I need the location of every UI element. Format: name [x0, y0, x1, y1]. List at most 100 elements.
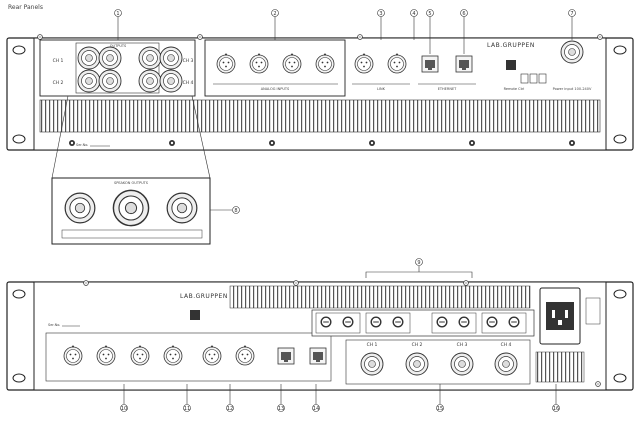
- channel-label: CH 3: [457, 342, 468, 348]
- channel-label: CH 4: [501, 342, 512, 348]
- callout-label: 12: [227, 406, 233, 412]
- panel-bolt: [469, 140, 475, 146]
- speakon-connector: [98, 46, 122, 70]
- bottom-rear-panel: LAB.GRUPPEN Ser.No.: [6, 258, 634, 412]
- page-title: Rear Panels: [8, 4, 43, 11]
- binding-post: [320, 316, 332, 328]
- binding-post: [342, 316, 354, 328]
- callout-group: 1 2 3 4 5 6 7: [114, 9, 576, 54]
- rack-ear-hole: [12, 289, 26, 299]
- panel-screw: [597, 34, 603, 40]
- panel-bolt: [269, 140, 275, 146]
- speakon-connector: [450, 352, 474, 376]
- panel-screw: [463, 280, 469, 286]
- ethernet-port: [309, 347, 327, 365]
- binding-post: [508, 316, 520, 328]
- rack-ear-hole: [613, 373, 627, 383]
- callout-label: 1: [116, 11, 119, 17]
- callout-label: 7: [570, 11, 573, 17]
- speakon-connector: [159, 69, 183, 93]
- panel-bolt: [369, 140, 375, 146]
- speakon-detail-view: SPEAKON OUTPUTS 8: [51, 177, 240, 245]
- rack-ear-hole: [613, 134, 627, 144]
- panel-screw: [357, 34, 363, 40]
- zoom-line: [191, 95, 211, 179]
- binding-post-group: [315, 312, 527, 334]
- brand-logo: LAB.GRUPPEN: [180, 293, 228, 300]
- top-rear-panel: OUTPUTS CH 1 CH 2 CH 3 CH 4 ANALOG INPUT…: [6, 9, 634, 179]
- binding-post: [436, 316, 448, 328]
- panel-bolt: [569, 140, 575, 146]
- rack-ear-hole: [613, 45, 627, 55]
- callout-label: 3: [379, 11, 382, 17]
- channel-label: CH 2: [53, 80, 64, 86]
- rack-ear-hole: [12, 45, 26, 55]
- speakon-connector: [138, 69, 162, 93]
- group-label: ANALOG INPUTS: [261, 87, 290, 91]
- group-label: LINK: [377, 87, 386, 91]
- binding-post: [486, 316, 498, 328]
- speakon-connector: [405, 352, 429, 376]
- callout-label: 5: [428, 11, 431, 17]
- binding-post: [458, 316, 470, 328]
- serial-label: Ser.No.: [48, 323, 60, 327]
- callout-label: 9: [417, 260, 420, 266]
- callout-label: 10: [121, 406, 127, 412]
- speakon-connector: [98, 69, 122, 93]
- speakon-connector: [77, 46, 101, 70]
- callout-label: 16: [553, 406, 559, 412]
- panel-screw: [595, 381, 601, 387]
- binding-post: [370, 316, 382, 328]
- power-inlet-socket: [546, 302, 574, 330]
- callout-label: 11: [184, 406, 190, 412]
- panel-bolt: [69, 140, 75, 146]
- module-title: OUTPUTS: [110, 44, 127, 48]
- callout-group: 9 10 11 12 13 14 15 16: [120, 258, 560, 412]
- panel-screw: [197, 34, 203, 40]
- channel-label: CH 1: [367, 342, 378, 348]
- panel-screw: [293, 280, 299, 286]
- rack-ear-hole: [613, 289, 627, 299]
- panel-bolt: [169, 140, 175, 146]
- brand-logo: LAB.GRUPPEN: [487, 42, 535, 49]
- speakon-connector: [494, 352, 518, 376]
- callout-label: 2: [273, 11, 276, 17]
- ethernet-port: [421, 55, 439, 73]
- channel-label: CH 1: [53, 58, 64, 64]
- detail-title: SPEAKON OUTPUTS: [114, 181, 149, 185]
- callout-label: 15: [437, 406, 443, 412]
- power-label: Power input 100-240V: [553, 87, 592, 91]
- ventilation-grille: [535, 351, 585, 383]
- serial-label: Ser.No.: [76, 143, 88, 147]
- channel-label: CH 2: [412, 342, 423, 348]
- brand-badge: [506, 60, 516, 70]
- speakon-connector: [138, 46, 162, 70]
- power-input-connector: [560, 40, 584, 64]
- ventilation-grille: [229, 285, 531, 309]
- brand-badge: [190, 310, 200, 320]
- zoom-line: [51, 95, 69, 179]
- callout-label: 6: [462, 11, 465, 17]
- speakon-connector-large: [166, 192, 198, 224]
- ventilation-grille: [39, 99, 601, 133]
- channel-label: CH 4: [183, 80, 194, 86]
- speakon-connector-large: [112, 189, 150, 227]
- rack-ear-hole: [12, 373, 26, 383]
- speakon-connector: [360, 352, 384, 376]
- panel-screw: [83, 280, 89, 286]
- callout-label: 8: [234, 208, 237, 214]
- callout-label: 14: [313, 406, 319, 412]
- callout-label: 13: [278, 406, 284, 412]
- ethernet-port: [277, 347, 295, 365]
- rack-ear-hole: [12, 134, 26, 144]
- speakon-connector-large: [64, 192, 96, 224]
- channel-label: CH 3: [183, 58, 194, 64]
- ethernet-port: [455, 55, 473, 73]
- callout-label: 4: [412, 11, 415, 17]
- binding-post: [392, 316, 404, 328]
- panel-screw: [37, 34, 43, 40]
- speakon-connector: [77, 69, 101, 93]
- speakon-connector: [159, 46, 183, 70]
- remote-label: Remote Ctrl: [504, 87, 525, 91]
